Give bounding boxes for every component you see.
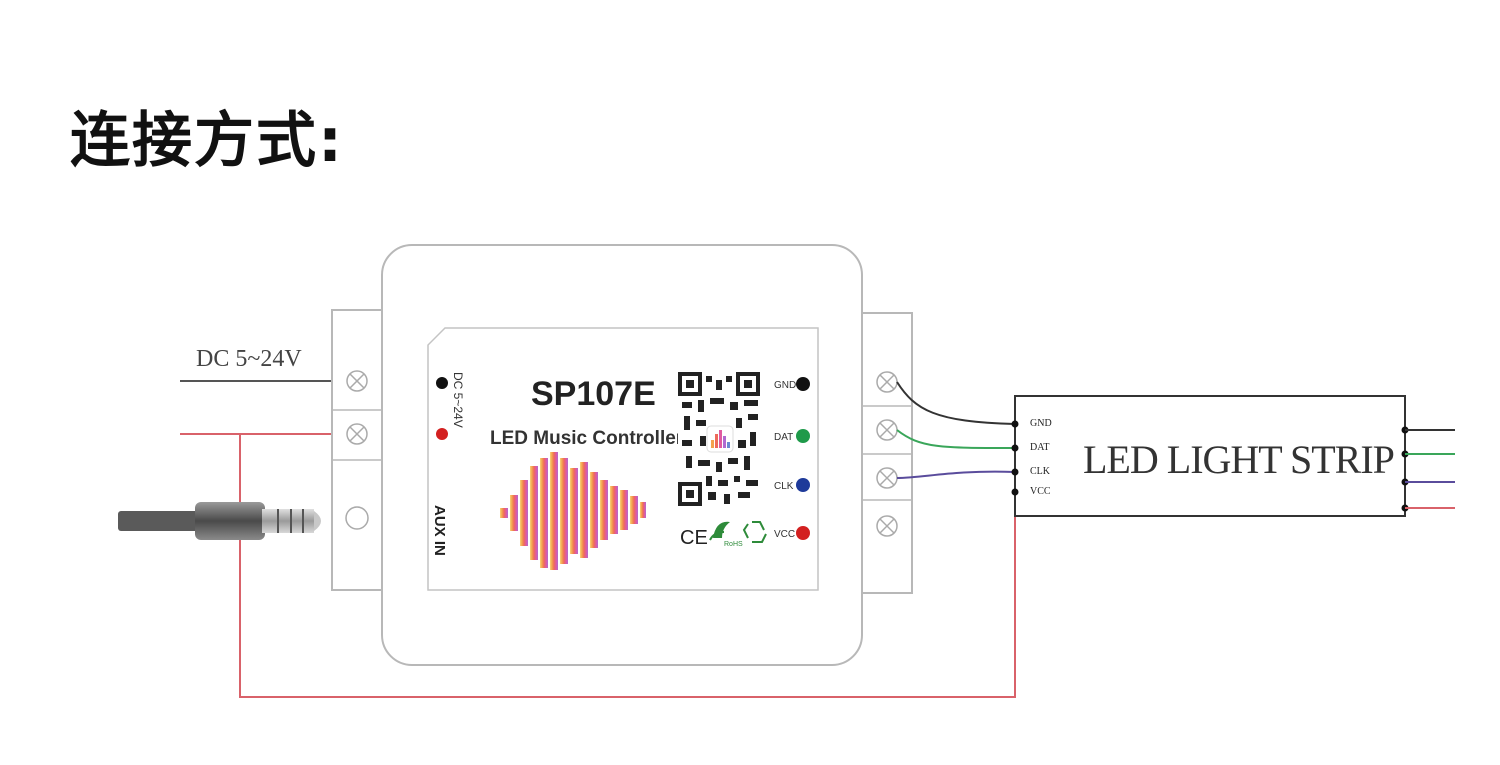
port-dot-vcc <box>796 526 810 540</box>
strip-output-wires <box>1405 429 1455 509</box>
controller-port-dat: DAT <box>774 429 810 443</box>
power-label: DC 5~24V <box>196 346 302 372</box>
screw-icon <box>346 423 368 445</box>
ce-mark: CE <box>680 527 708 549</box>
svg-text:CLK: CLK <box>774 481 794 492</box>
controller-port-gnd: GND <box>774 377 810 391</box>
strip-label: LED LIGHT STRIP <box>1083 437 1394 482</box>
recycle-icon <box>742 521 767 543</box>
side-aux-label: AUX IN <box>431 505 448 556</box>
aux-socket-icon <box>345 506 369 530</box>
controller-port-vcc: VCC <box>774 526 810 540</box>
port-dot-dat <box>796 429 810 443</box>
strip-pin-clk: CLK <box>1030 466 1051 477</box>
strip-pin-vcc: VCC <box>1030 486 1051 497</box>
strip-pin-dat: DAT <box>1030 442 1049 453</box>
port-dot-gnd <box>796 377 810 391</box>
output-wires <box>896 381 1016 479</box>
side-power-label: DC 5~24V <box>451 372 465 428</box>
power-input-wires <box>180 380 332 435</box>
controller-port-clk: CLK <box>774 478 810 492</box>
rohs-mark: RoHS <box>724 541 743 548</box>
page-title: 连接方式: <box>70 106 344 176</box>
vcc-return-wire <box>239 434 1016 698</box>
side-power-indicator: DC 5~24V <box>436 372 465 440</box>
screw-icon <box>346 370 368 392</box>
controller-model: SP107E <box>531 375 656 413</box>
led-strip-box <box>1014 395 1406 517</box>
svg-text:VCC: VCC <box>774 529 795 540</box>
aux-plug-icon <box>118 502 321 540</box>
controller-subtitle: LED Music Controller <box>490 428 684 449</box>
sound-wave-graphic <box>500 452 646 570</box>
rohs-icon: RoHS <box>709 521 743 548</box>
svg-text:DAT: DAT <box>774 432 793 443</box>
port-dot-clk <box>796 478 810 492</box>
right-terminal-block <box>861 312 913 594</box>
qr-code-icon <box>678 372 760 506</box>
strip-pin-gnd: GND <box>1030 418 1052 429</box>
left-terminal-block <box>331 309 383 591</box>
screw-icon <box>876 515 898 537</box>
svg-text:GND: GND <box>774 380 796 391</box>
